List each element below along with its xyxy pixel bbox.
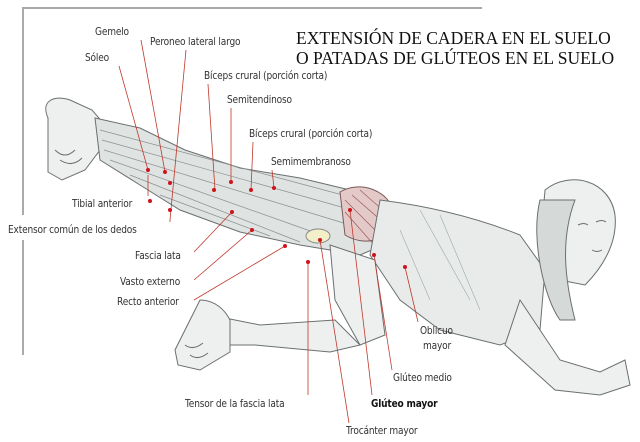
label-semitendinoso: Semitendinoso (227, 94, 292, 106)
label-gemelo: Gemelo (95, 26, 129, 38)
label-tensor: Tensor de la fascia lata (185, 398, 285, 410)
label-soleo: Sóleo (85, 52, 109, 64)
label-gluteo-mayor: Glúteo mayor (371, 398, 438, 410)
label-extensor: Extensor común de los dedos (8, 224, 137, 236)
leader-biceps1 (207, 83, 216, 191)
leader-oblicuo (404, 266, 419, 323)
label-biceps-2: Bíceps crural (porción corta) (249, 128, 373, 140)
figure-sketch (45, 97, 631, 396)
leader-vasto (193, 229, 253, 281)
label-peroneo: Peroneo lateral largo (150, 36, 241, 48)
leader-gluteo-mayor (349, 209, 373, 396)
marker-dots (146, 168, 407, 269)
label-fascia: Fascia lata (135, 250, 181, 262)
leader-recto (193, 245, 286, 301)
label-oblicuo-line-1: Oblicuo (420, 325, 453, 337)
leader-fascia (193, 211, 233, 253)
label-recto: Recto anterior (117, 296, 179, 308)
leader-gemelo (140, 39, 166, 173)
leader-gluteo-medio (373, 254, 393, 371)
title-line-2: O PATADAS DE GLÚTEOS EN EL SUELO (296, 48, 615, 68)
label-biceps-1: Bíceps crural (porción corta) (204, 70, 328, 82)
leader-soleo (118, 65, 149, 171)
label-vasto: Vasto externo (120, 276, 181, 288)
label-oblicuo-line-2: mayor (423, 340, 452, 352)
title-line-1: EXTENSIÓN DE CADERA EN EL SUELO (296, 28, 611, 48)
label-semimembranoso: Semimembranoso (271, 156, 351, 168)
leader-semimembranoso (271, 169, 275, 189)
leader-lines (118, 39, 419, 424)
leader-biceps2 (250, 141, 254, 191)
leader-trocanter (319, 239, 350, 424)
label-gluteo-medio: Glúteo medio (393, 372, 452, 384)
leader-peroneo (169, 49, 187, 221)
label-tibial: Tibial anterior (72, 198, 133, 210)
label-trocanter: Trocánter mayor (346, 425, 418, 437)
